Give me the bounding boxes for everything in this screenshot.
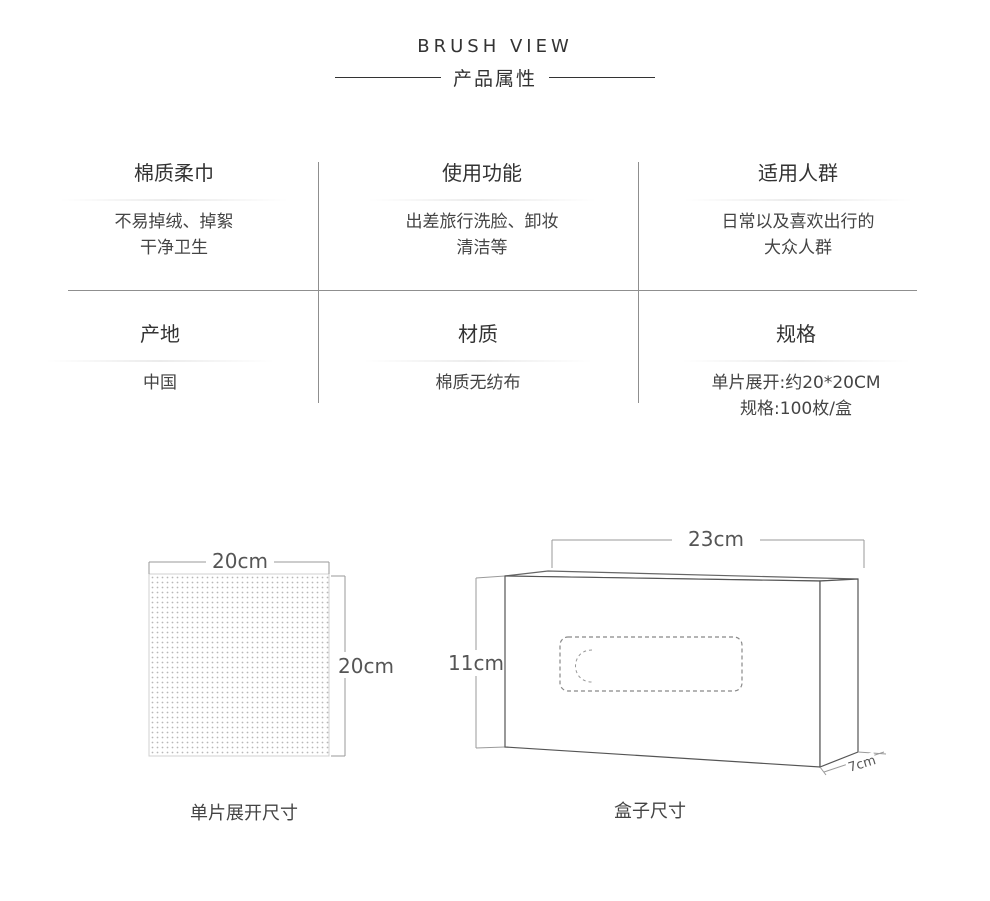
attribute-cell-material: 材质 棉质无纺布	[318, 320, 638, 396]
sheet-height-label-backdrop	[338, 652, 396, 678]
grid-divider-horizontal	[68, 290, 917, 291]
attribute-line: 棉质无纺布	[435, 373, 521, 393]
box-height-dimension-tick	[475, 575, 506, 579]
attribute-line: 出差旅行洗脸、卸妆	[405, 212, 559, 232]
attribute-line: 大众人群	[764, 238, 832, 258]
attribute-underline	[681, 360, 911, 362]
attribute-cell-function: 使用功能 出差旅行洗脸、卸妆 清洁等	[322, 159, 642, 261]
attribute-line: 中国	[143, 373, 177, 393]
attribute-line: 不易掉绒、掉絮	[114, 212, 234, 232]
box-depth-label: 7cm	[847, 753, 878, 776]
attribute-cell-cotton: 棉质柔巾 不易掉绒、掉絮 干净卫生	[14, 159, 334, 261]
attribute-underline	[367, 199, 597, 201]
box-depth-label-backdrop	[844, 751, 878, 775]
subtitle-row: 产品属性	[0, 64, 990, 91]
attribute-underline	[363, 360, 593, 362]
attribute-underline	[683, 199, 913, 201]
attribute-text: 单片展开:约20*20CM 规格:100枚/盒	[636, 370, 956, 422]
cotton-sheet-illustration	[148, 573, 330, 757]
attribute-underline	[45, 360, 275, 362]
box-length-label: 23cm	[688, 527, 744, 551]
attribute-text: 不易掉绒、掉絮 干净卫生	[14, 209, 334, 261]
attribute-line: 清洁等	[456, 238, 508, 258]
subtitle-rule-right	[549, 77, 655, 78]
box-depth-dimension-tick	[819, 766, 827, 776]
attribute-title: 材质	[458, 322, 498, 346]
attribute-cell-spec: 规格 单片展开:约20*20CM 规格:100枚/盒	[636, 320, 956, 422]
attribute-title: 适用人群	[758, 161, 838, 185]
sheet-width-label: 20cm	[212, 549, 268, 573]
box-dimension-caption: 盒子尺寸	[614, 801, 686, 822]
attribute-title: 产地	[140, 322, 180, 346]
attribute-line: 日常以及喜欢出行的	[721, 212, 875, 232]
tissue-box-opening-tab	[575, 649, 593, 683]
sheet-height-label: 20cm	[338, 654, 394, 678]
section-subtitle: 产品属性	[452, 68, 537, 90]
attribute-underline	[59, 199, 289, 201]
attribute-title: 棉质柔巾	[134, 161, 214, 185]
box-height-label-backdrop	[448, 650, 504, 676]
attribute-text: 中国	[0, 370, 320, 396]
attribute-cell-audience: 适用人群 日常以及喜欢出行的 大众人群	[638, 159, 958, 261]
attribute-text: 出差旅行洗脸、卸妆 清洁等	[322, 209, 642, 261]
grid-divider-vertical-2	[638, 162, 639, 403]
attribute-cell-origin: 产地 中国	[0, 320, 320, 396]
grid-divider-vertical-1	[318, 162, 319, 403]
brand-title: BRUSH VIEW	[417, 36, 573, 57]
attribute-text: 棉质无纺布	[318, 370, 638, 396]
attribute-line: 干净卫生	[140, 238, 208, 258]
attribute-title: 规格	[776, 322, 816, 346]
attribute-text: 日常以及喜欢出行的 大众人群	[638, 209, 958, 261]
attribute-line: 规格:100枚/盒	[740, 399, 852, 419]
sheet-dimension-caption: 单片展开尺寸	[190, 803, 298, 824]
subtitle-rule-left	[334, 77, 441, 78]
tissue-box-opening	[559, 636, 743, 692]
box-height-label: 11cm	[448, 651, 504, 675]
attribute-title: 使用功能	[442, 161, 522, 185]
box-height-dimension-tick	[475, 746, 506, 749]
tissue-box-front-face	[504, 575, 821, 768]
attribute-line: 单片展开:约20*20CM	[711, 373, 881, 393]
tissue-box-side-face	[819, 578, 859, 768]
